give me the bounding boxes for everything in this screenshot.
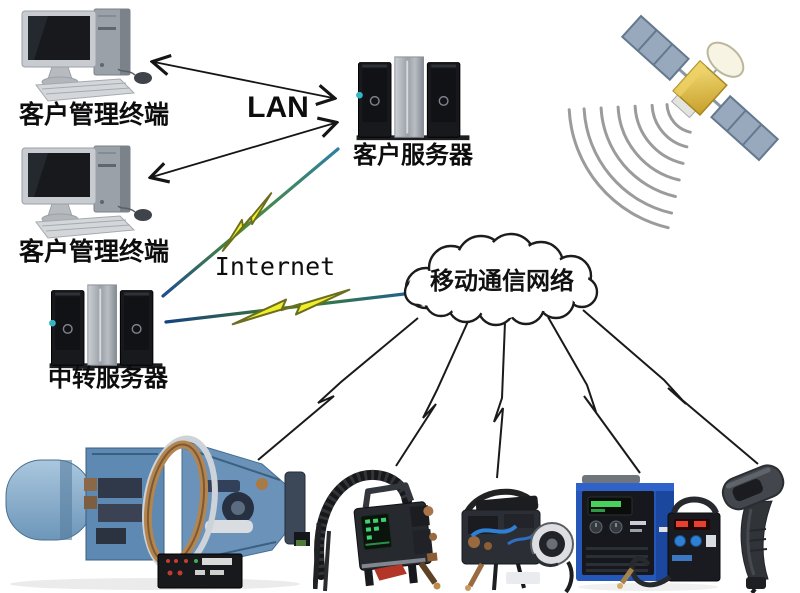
- internet-label: Internet: [214, 252, 336, 281]
- client-server-label: 客户服务器: [353, 142, 473, 169]
- cloud-label: 移动通信网络: [430, 267, 574, 295]
- internet-links: [161, 147, 423, 326]
- desktop-computer-icon: [8, 142, 158, 242]
- terminal-bottom-label: 客户管理终端: [18, 238, 169, 266]
- wireless-lightning-bolts: [257, 309, 759, 479]
- terminal-bottom-node: [8, 142, 158, 242]
- satellite-node: [612, 8, 792, 168]
- relay-server-label: 中转服务器: [48, 365, 168, 392]
- cloud-icon: [403, 232, 599, 327]
- orbital-welding-carriage-with-spool: [448, 484, 576, 593]
- lan-label: LAN: [247, 91, 309, 124]
- orbital-welder-icon: [312, 469, 441, 592]
- orbital-welding-carriage: [312, 453, 445, 593]
- server-towers-icon: [352, 55, 474, 143]
- yellow-lightning-icon: [213, 192, 281, 252]
- orbital-welder-spool-icon: [461, 488, 574, 593]
- mobile-network-cloud: 移动通信网络: [396, 228, 608, 328]
- welding-power-source-icon: [576, 475, 721, 591]
- welding-power-source: [572, 469, 724, 593]
- yellow-lightning-icon: [229, 288, 353, 326]
- lan-arrows: [152, 62, 335, 177]
- barcode-scanner: [718, 461, 796, 593]
- barcode-scanner-icon: [721, 464, 785, 593]
- client-server-node: [352, 55, 474, 143]
- satellite-icon: [620, 14, 780, 162]
- relay-server-node: [45, 283, 167, 371]
- desktop-computer-icon: [8, 5, 158, 105]
- terminal-top-node: [8, 5, 158, 105]
- terminal-top-label: 客户管理终端: [18, 101, 169, 129]
- pipeline-welding-machine-icon: [5, 435, 310, 590]
- pipeline-welding-machine: [0, 420, 310, 592]
- server-towers-icon: [45, 283, 167, 371]
- signal-arcs-icon: [567, 103, 692, 230]
